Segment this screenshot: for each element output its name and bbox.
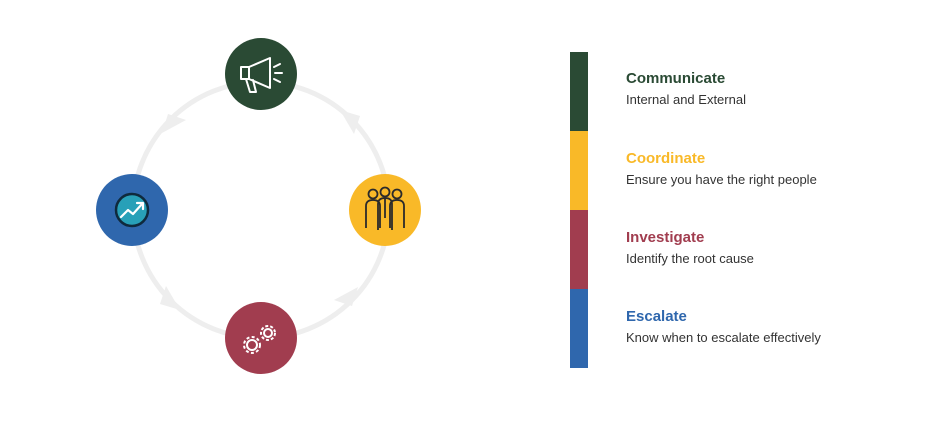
node-escalate bbox=[96, 174, 168, 246]
legend-title-coordinate: Coordinate bbox=[626, 150, 706, 167]
gears-icon bbox=[243, 325, 276, 354]
legend-title-escalate: Escalate bbox=[626, 308, 687, 325]
legend-desc-investigate: Identify the root cause bbox=[626, 251, 754, 266]
arrow-top-right-icon bbox=[340, 110, 360, 134]
arrow-bottom-left-icon bbox=[160, 286, 180, 310]
legend-item-coordinate: Coordinate Ensure you have the right peo… bbox=[626, 150, 817, 188]
legend-bar-investigate bbox=[570, 210, 588, 289]
arrow-bottom-right-icon bbox=[334, 287, 358, 306]
node-investigate-circle bbox=[225, 302, 297, 374]
legend-item-escalate: Escalate Know when to escalate effective… bbox=[626, 308, 821, 346]
megaphone-icon bbox=[240, 57, 283, 93]
legend-desc-communicate: Internal and External bbox=[626, 92, 746, 107]
arrow-top-left-icon bbox=[162, 114, 186, 133]
legend-desc-escalate: Know when to escalate effectively bbox=[626, 330, 821, 345]
team-people-icon bbox=[365, 186, 405, 230]
legend-item-investigate: Investigate Identify the root cause bbox=[626, 229, 754, 267]
node-investigate bbox=[225, 302, 297, 374]
cycle-diagram bbox=[96, 38, 421, 374]
node-coordinate bbox=[349, 174, 421, 246]
legend-desc-coordinate: Ensure you have the right people bbox=[626, 172, 817, 187]
legend-bar-coordinate bbox=[570, 131, 588, 210]
legend-title-communicate: Communicate bbox=[626, 70, 726, 87]
legend-title-investigate: Investigate bbox=[626, 229, 705, 246]
legend-bar-escalate bbox=[570, 289, 588, 368]
cycle-arrows bbox=[160, 110, 360, 310]
node-communicate bbox=[225, 38, 297, 110]
node-communicate-circle bbox=[225, 38, 297, 110]
trending-up-chart-icon bbox=[114, 192, 150, 228]
legend-bar-communicate bbox=[570, 52, 588, 131]
legend-item-communicate: Communicate Internal and External bbox=[626, 70, 746, 108]
